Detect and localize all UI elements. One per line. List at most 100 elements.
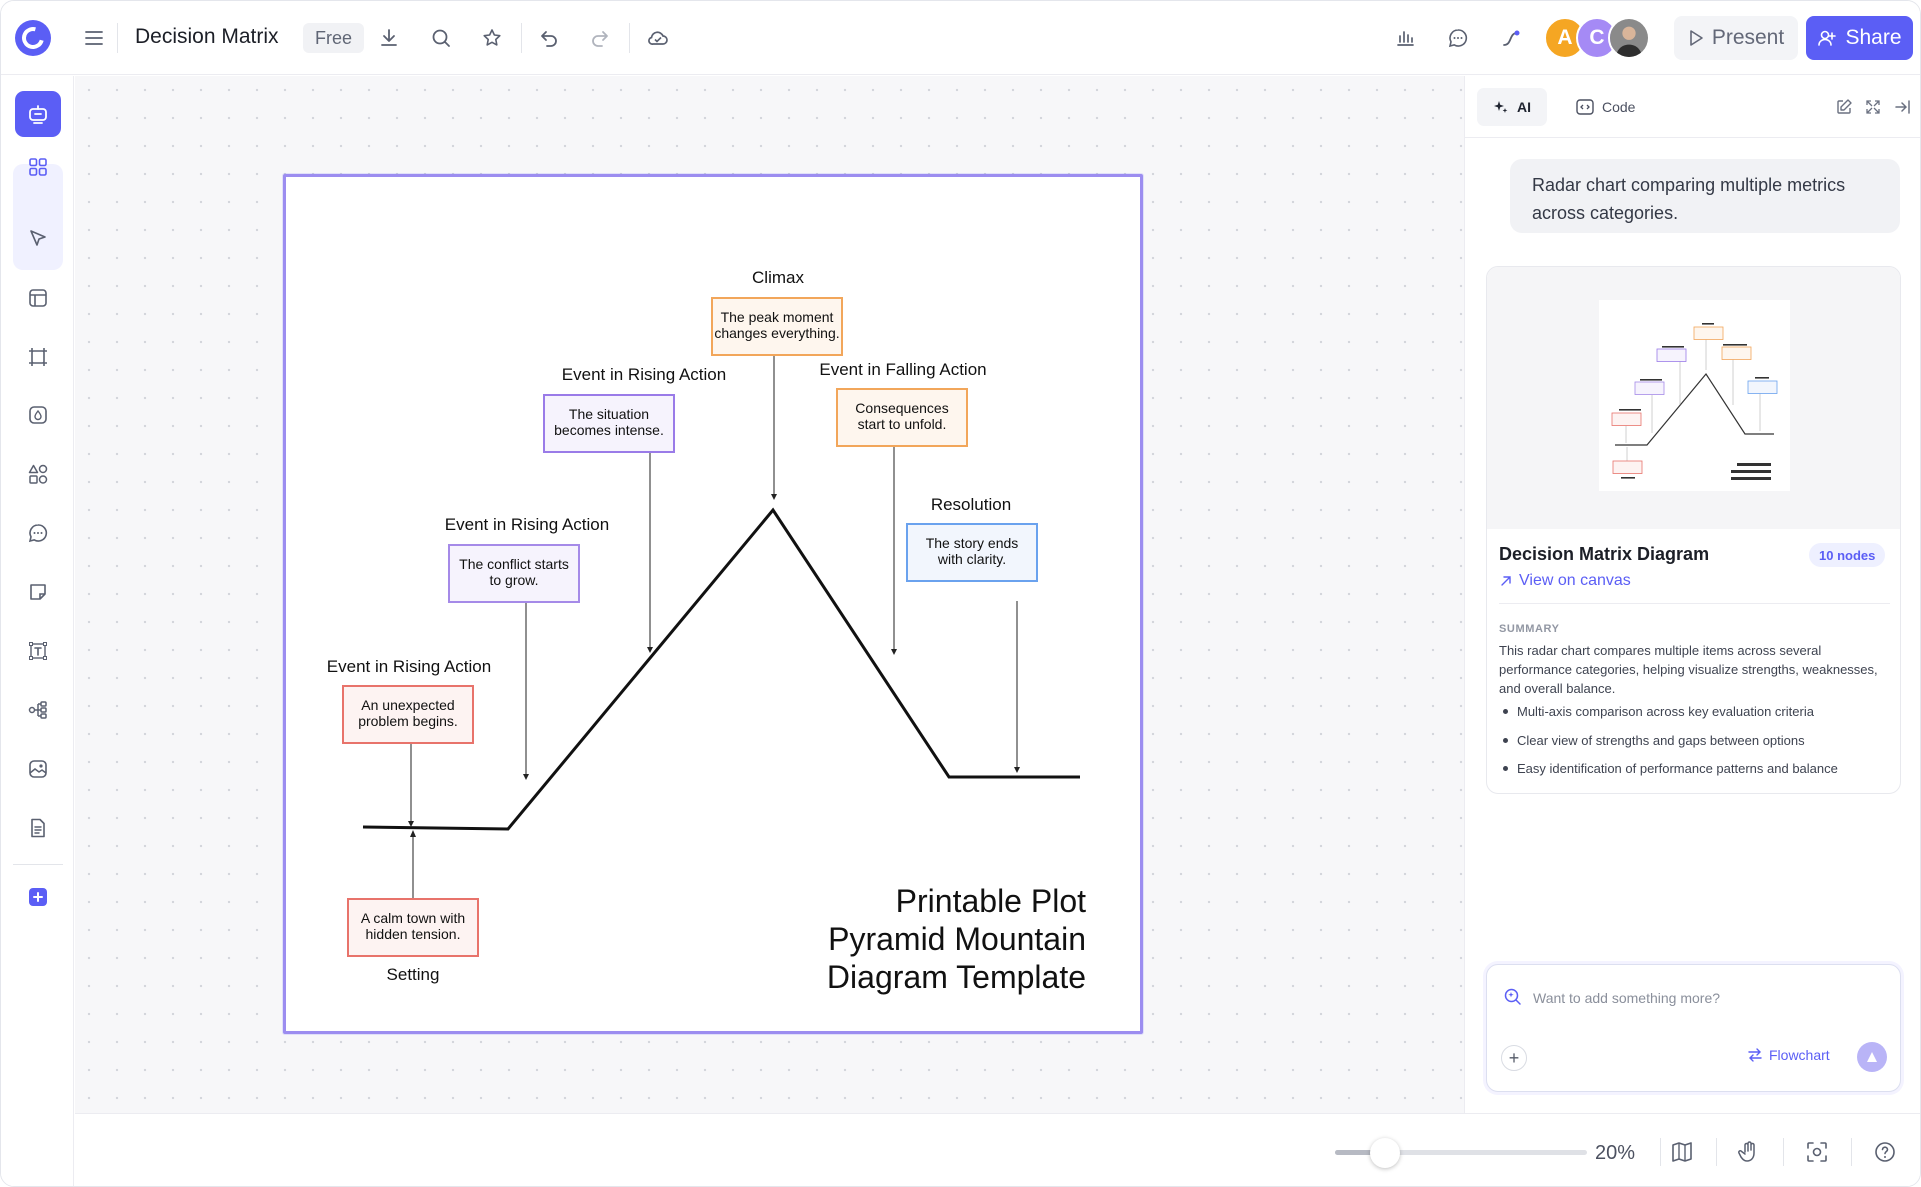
app-logo[interactable]: [15, 20, 51, 56]
present-label: Present: [1711, 26, 1785, 49]
layout-icon: [29, 289, 47, 307]
card-title: Decision Matrix Diagram: [1499, 544, 1710, 564]
generated-diagram-card[interactable]: Decision Matrix Diagram 10 nodes View on…: [1486, 266, 1901, 794]
node-climax[interactable]: Climax The peak moment changes everythin…: [711, 268, 843, 356]
collaborator-avatars[interactable]: A C: [1544, 17, 1654, 59]
node-text: with clarity.: [937, 551, 1006, 567]
image-tool[interactable]: [15, 746, 61, 792]
node-text: The story ends: [926, 535, 1019, 551]
node-label: Event in Rising Action: [327, 657, 491, 676]
node-rising-action-3[interactable]: Event in Rising Action The situation bec…: [543, 365, 726, 453]
user-prompt-message: Radar chart comparing multiple metrics a…: [1510, 159, 1900, 233]
present-button[interactable]: Present: [1674, 16, 1798, 60]
grid-icon: [29, 158, 47, 176]
minimap-icon[interactable]: [1666, 1136, 1698, 1168]
document-tool[interactable]: [15, 805, 61, 851]
tab-code-label: Code: [1602, 99, 1636, 115]
diagram-thumbnail[interactable]: [1487, 267, 1900, 529]
mindmap-tool[interactable]: [15, 687, 61, 733]
node-text: The peak moment: [721, 309, 834, 325]
node-count-badge: 10 nodes: [1809, 543, 1886, 567]
document-title[interactable]: Decision Matrix: [135, 25, 279, 48]
node-text: hidden tension.: [366, 926, 461, 942]
tab-code[interactable]: Code: [1560, 88, 1651, 126]
node-label: Climax: [752, 268, 804, 287]
node-text: The situation: [569, 406, 649, 422]
fit-screen-icon[interactable]: [1801, 1136, 1833, 1168]
help-icon[interactable]: [1869, 1136, 1901, 1168]
avatar-photo[interactable]: [1608, 17, 1650, 59]
menu-icon[interactable]: [79, 23, 109, 53]
undo-icon[interactable]: [534, 23, 564, 53]
comment-icon: [28, 524, 48, 543]
sparkle-icon: [1494, 101, 1508, 113]
list-item: Easy identification of performance patte…: [1499, 759, 1894, 778]
node-resolution[interactable]: Resolution The story ends with clarity.: [906, 495, 1038, 582]
download-icon[interactable]: [374, 23, 404, 53]
view-on-canvas-link[interactable]: View on canvas: [1499, 572, 1631, 590]
node-setting[interactable]: A calm town with hidden tension. Setting: [347, 898, 479, 984]
send-button[interactable]: [1857, 1042, 1887, 1072]
tab-ai[interactable]: AI: [1477, 88, 1547, 126]
play-icon: [1690, 30, 1703, 46]
document-icon: [31, 818, 45, 838]
chat-input[interactable]: [1533, 985, 1873, 1011]
attach-button[interactable]: +: [1501, 1045, 1527, 1071]
comment-tool[interactable]: [15, 510, 61, 556]
shapes-icon: [28, 464, 48, 484]
node-text: problem begins.: [358, 713, 458, 729]
layout-tool[interactable]: [15, 275, 61, 321]
sticker-tool[interactable]: [15, 392, 61, 438]
node-rising-action-2[interactable]: Event in Rising Action The conflict star…: [445, 515, 609, 603]
drop-icon: [29, 406, 47, 424]
hand-tool-icon[interactable]: [1733, 1136, 1765, 1168]
select-tool[interactable]: [15, 216, 61, 262]
plus-square-icon: [29, 888, 47, 906]
node-text: start to unfold.: [858, 416, 947, 432]
text-icon: [29, 642, 47, 660]
connector-arrows: [408, 494, 1020, 837]
search-icon[interactable]: [426, 23, 456, 53]
zoom-level[interactable]: 20%: [1595, 1142, 1636, 1164]
node-label: Event in Rising Action: [562, 365, 726, 384]
ai-generate-tool[interactable]: [15, 91, 61, 137]
zoom-slider-track[interactable]: [1335, 1150, 1587, 1155]
mindmap-icon: [28, 701, 47, 719]
summary-text: This radar chart compares multiple items…: [1499, 643, 1878, 696]
frame-tool[interactable]: [15, 334, 61, 380]
node-text: to grow.: [489, 572, 538, 588]
edit-icon[interactable]: [1834, 97, 1854, 117]
collapse-panel-icon[interactable]: [1892, 97, 1912, 117]
tool-sidebar: [1, 76, 74, 1186]
connector-icon[interactable]: [1496, 23, 1526, 53]
summary-heading: SUMMARY: [1499, 623, 1560, 635]
send-icon: [1867, 1052, 1877, 1062]
comments-icon[interactable]: [1443, 23, 1473, 53]
chat-input-box[interactable]: + Flowchart: [1486, 964, 1901, 1092]
whiteboard-canvas[interactable]: A calm town with hidden tension. Setting…: [75, 76, 1464, 1113]
node-text: becomes intense.: [554, 422, 664, 438]
star-icon[interactable]: [477, 23, 507, 53]
share-button[interactable]: Share: [1806, 16, 1913, 60]
node-text: A calm town with: [361, 910, 465, 926]
title-line: Pyramid Mountain: [828, 921, 1086, 957]
text-tool[interactable]: [15, 628, 61, 674]
zoom-slider-thumb[interactable]: [1370, 1138, 1401, 1168]
shapes-tool[interactable]: [15, 451, 61, 497]
analytics-icon[interactable]: [1390, 23, 1420, 53]
redo-icon[interactable]: [585, 23, 615, 53]
node-text: Consequences: [855, 400, 948, 416]
diagram-frame[interactable]: A calm town with hidden tension. Setting…: [283, 174, 1143, 1034]
node-falling-action[interactable]: Event in Falling Action Consequences sta…: [819, 360, 987, 447]
view-link-label: View on canvas: [1519, 572, 1631, 589]
bottom-bar: 20%: [75, 1113, 1920, 1186]
sticky-note-tool[interactable]: [15, 569, 61, 615]
expand-icon[interactable]: [1863, 97, 1883, 117]
node-rising-action-1[interactable]: Event in Rising Action An unexpected pro…: [327, 657, 491, 744]
templates-tool[interactable]: [15, 144, 61, 190]
arrow-up-right-icon: [1501, 576, 1511, 586]
mode-selector-button[interactable]: Flowchart: [1747, 1047, 1830, 1063]
top-bar: Decision Matrix Free: [1, 1, 1920, 75]
more-tools-button[interactable]: [15, 874, 61, 920]
